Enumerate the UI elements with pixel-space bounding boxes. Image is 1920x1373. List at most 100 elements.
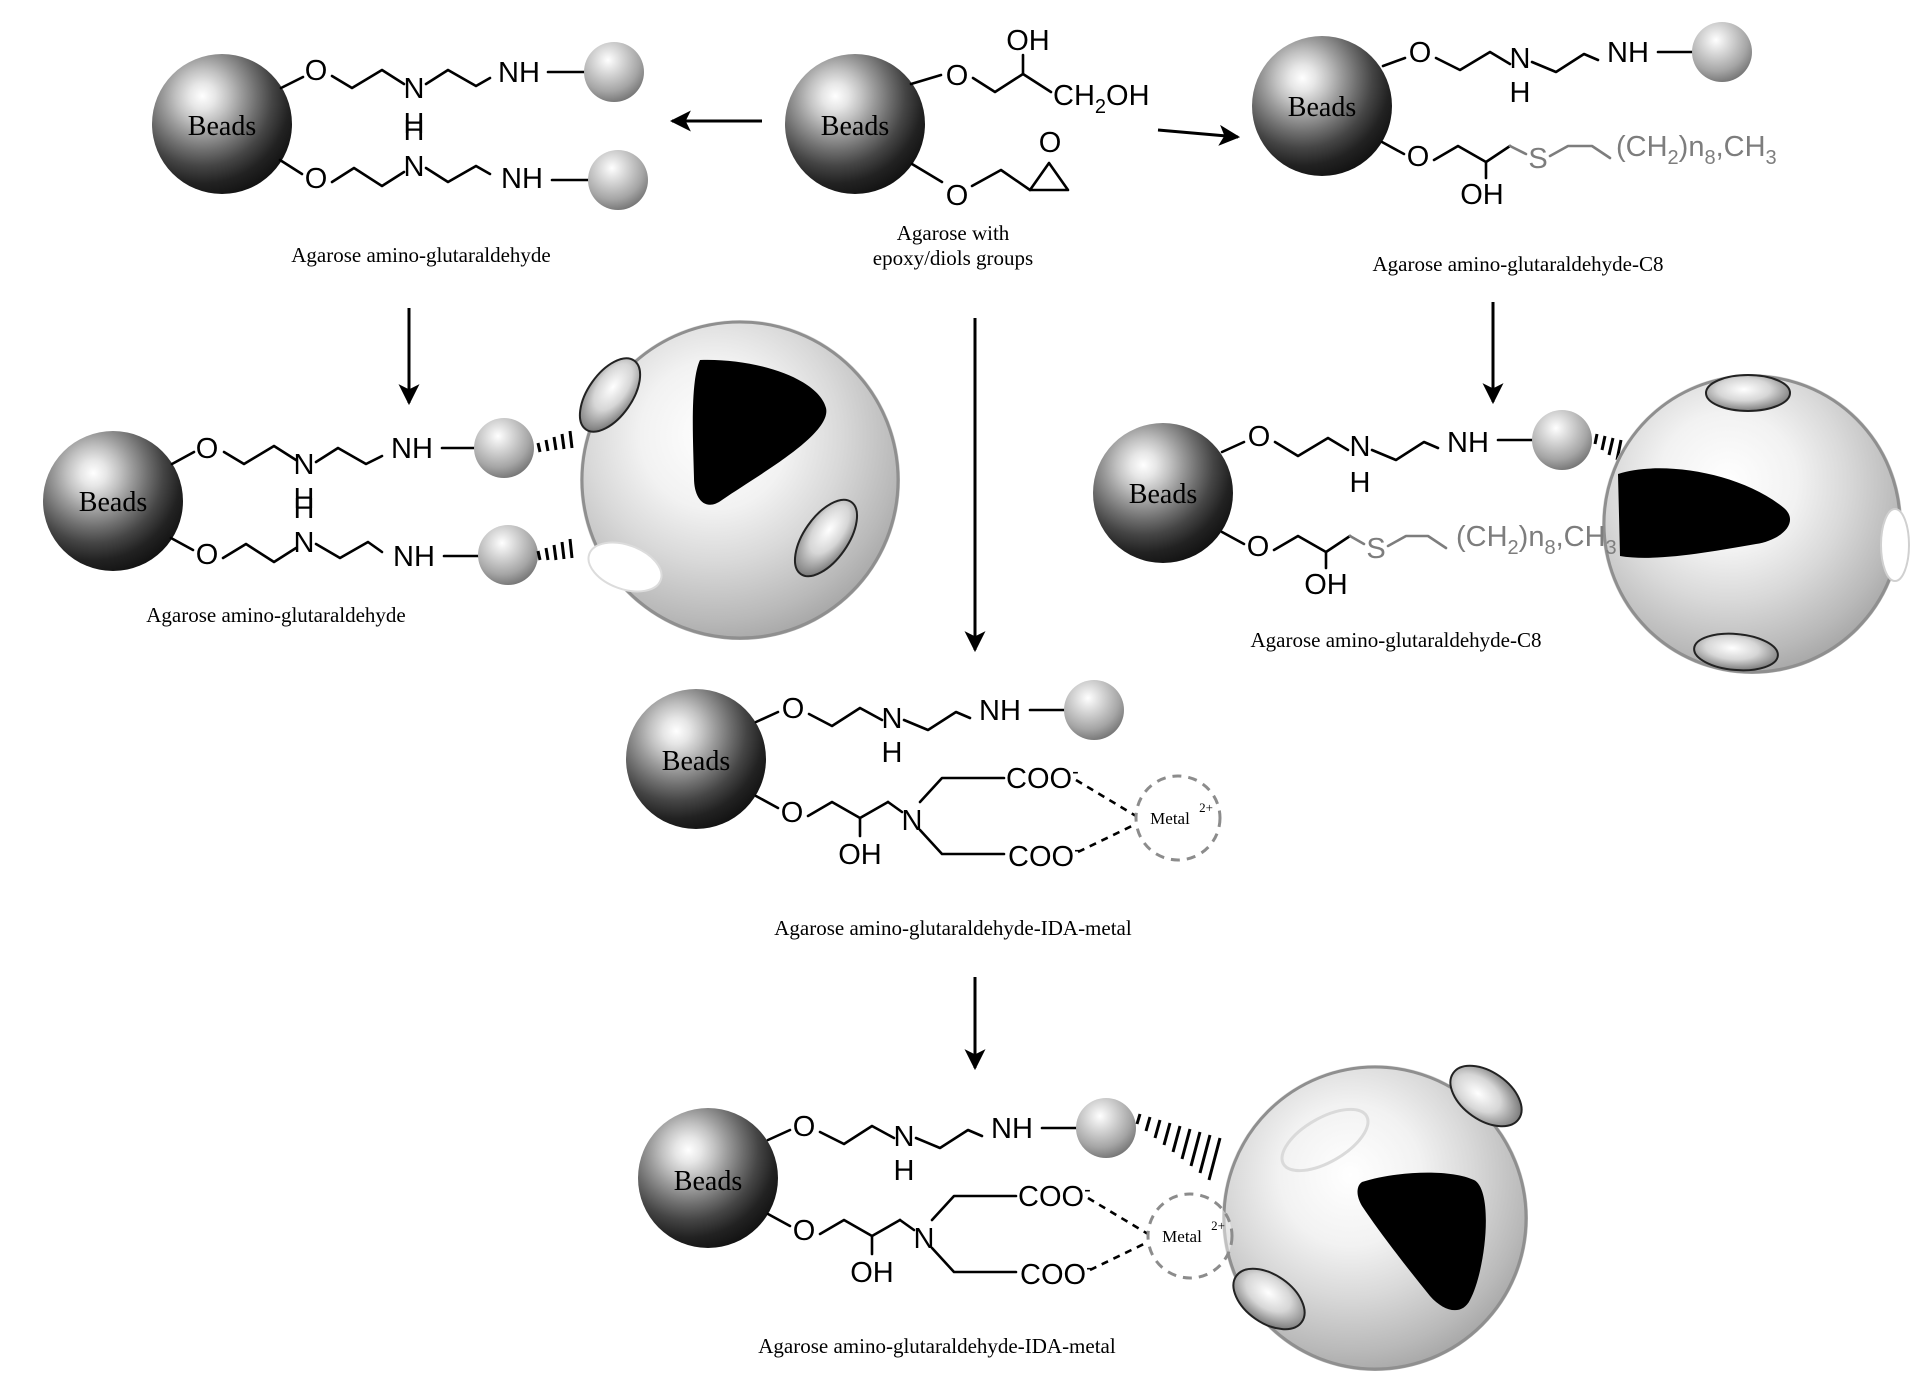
- svg-text:OH: OH: [1006, 25, 1050, 57]
- svg-text:O: O: [1039, 127, 1062, 159]
- caption-epoxy-diol: Agarose with: [897, 221, 1010, 245]
- svg-text:O: O: [781, 797, 804, 829]
- caption-amino-glutaraldehyde-top: Agarose amino-glutaraldehyde: [291, 243, 551, 267]
- svg-text:N: N: [882, 703, 903, 735]
- svg-text:NH: NH: [498, 57, 540, 89]
- glutaraldehyde-ball: [1076, 1098, 1136, 1158]
- svg-text:COO-: COO-: [1020, 1257, 1093, 1291]
- structure-epoxy-diol: Beads O OH CH2OH O O Agarose with epoxy/…: [785, 25, 1150, 270]
- svg-text:Beads: Beads: [674, 1166, 742, 1197]
- svg-text:H: H: [294, 493, 315, 525]
- svg-text:Beads: Beads: [79, 487, 147, 518]
- agarose-bead: [152, 54, 292, 194]
- svg-text:OH: OH: [1460, 179, 1504, 211]
- structure-amino-glutaraldehyde-enzyme: Beads O N NH H H O N NH: [43, 320, 900, 640]
- svg-text:O: O: [1247, 531, 1270, 563]
- svg-text:COO-: COO-: [1006, 761, 1079, 795]
- svg-text:NH: NH: [979, 695, 1021, 727]
- svg-text:NH: NH: [393, 541, 435, 573]
- svg-text:(CH2)n8,CH3: (CH2)n8,CH3: [1616, 131, 1777, 169]
- agarose-bead: [638, 1108, 778, 1248]
- structure-amino-glutaraldehyde-top: Beads O N NH H H O N NH Agarose amino-gl…: [152, 42, 648, 267]
- agarose-bead: [785, 54, 925, 194]
- svg-text:H: H: [894, 1155, 915, 1187]
- svg-text:O: O: [946, 60, 969, 92]
- svg-text:OH: OH: [850, 1257, 894, 1289]
- glutaraldehyde-ball: [1064, 680, 1124, 740]
- svg-text:S: S: [1528, 143, 1547, 175]
- svg-text:H: H: [882, 737, 903, 769]
- covalent-bond: [1135, 1113, 1222, 1181]
- svg-text:H: H: [1350, 467, 1371, 499]
- svg-text:H: H: [404, 108, 425, 140]
- caption-ida-metal-mid: Agarose amino-glutaraldehyde-IDA-metal: [774, 916, 1132, 940]
- agarose-bead: [626, 689, 766, 829]
- caption-ida-metal-bottom: Agarose amino-glutaraldehyde-IDA-metal: [758, 1334, 1116, 1358]
- svg-text:2+: 2+: [1199, 800, 1213, 815]
- svg-text:NH: NH: [1447, 427, 1489, 459]
- structure-ida-metal-enzyme: Beads O N H NH O OH N COO- COO-: [638, 1064, 1528, 1371]
- svg-text:O: O: [196, 539, 219, 571]
- svg-text:O: O: [793, 1111, 816, 1143]
- svg-text:COO-: COO-: [1018, 1179, 1091, 1213]
- structure-ida-metal: Beads O N H NH O OH N COO- COO- Metal 2+…: [626, 680, 1222, 940]
- svg-text:H: H: [1510, 77, 1531, 109]
- glutaraldehyde-ball: [478, 525, 538, 585]
- svg-text:Beads: Beads: [1129, 479, 1197, 510]
- enzyme: [1602, 374, 1910, 674]
- svg-text:Beads: Beads: [1288, 92, 1356, 123]
- active-site: [1357, 1172, 1486, 1311]
- svg-text:O: O: [1407, 141, 1430, 173]
- glutaraldehyde-ball: [584, 42, 644, 102]
- svg-text:N: N: [404, 73, 425, 105]
- svg-text:O: O: [305, 163, 328, 195]
- svg-text:COO-: COO-: [1008, 839, 1081, 873]
- svg-text:NH: NH: [1607, 37, 1649, 69]
- svg-text:H: H: [294, 483, 315, 515]
- agarose-bead: [43, 431, 183, 571]
- caption-amino-glutaraldehyde-mid: Agarose amino-glutaraldehyde: [146, 603, 406, 627]
- svg-text:Beads: Beads: [188, 111, 256, 142]
- svg-text:N: N: [894, 1121, 915, 1153]
- svg-text:O: O: [305, 55, 328, 87]
- svg-text:Beads: Beads: [662, 746, 730, 777]
- metal-ion: [1134, 774, 1222, 862]
- svg-text:O: O: [793, 1215, 816, 1247]
- svg-text:O: O: [1248, 421, 1271, 453]
- structure-amino-glutaraldehyde-c8-top: Beads O N H NH O OH S (CH2)n8,CH3 Agaros…: [1252, 22, 1777, 276]
- active-site: [692, 359, 827, 505]
- svg-text:N: N: [294, 449, 315, 481]
- covalent-bond: [536, 430, 574, 561]
- glutaraldehyde-ball: [1532, 410, 1592, 470]
- svg-text:NH: NH: [391, 433, 433, 465]
- svg-text:N: N: [1510, 43, 1531, 75]
- svg-text:O: O: [1409, 37, 1432, 69]
- glutaraldehyde-ball: [474, 418, 534, 478]
- svg-text:Metal: Metal: [1162, 1227, 1202, 1246]
- svg-text:O: O: [782, 693, 805, 725]
- svg-text:(CH2)n8,CH3: (CH2)n8,CH3: [1456, 521, 1617, 559]
- svg-text:S: S: [1366, 533, 1385, 565]
- svg-text:N: N: [404, 151, 425, 183]
- bead-label: Beads: [821, 111, 889, 142]
- svg-text:N: N: [902, 805, 923, 837]
- svg-text:OH: OH: [1304, 569, 1348, 601]
- svg-text:Metal: Metal: [1150, 809, 1190, 828]
- svg-text:O: O: [196, 433, 219, 465]
- svg-text:N: N: [914, 1223, 935, 1255]
- svg-text:NH: NH: [501, 163, 543, 195]
- glutaraldehyde-ball: [1692, 22, 1752, 82]
- metal-ion: [1146, 1192, 1234, 1280]
- svg-text:O: O: [946, 180, 969, 212]
- caption-amino-glutaraldehyde-c8-top: Agarose amino-glutaraldehyde-C8: [1373, 252, 1664, 276]
- svg-text:2+: 2+: [1211, 1218, 1225, 1233]
- svg-text:OH: OH: [838, 839, 882, 871]
- svg-text:N: N: [1350, 431, 1371, 463]
- enzyme: [578, 320, 900, 640]
- arrow-to-top-right: [1157, 124, 1241, 146]
- agarose-bead: [1093, 423, 1233, 563]
- svg-text:CH2OH: CH2OH: [1053, 80, 1150, 118]
- structure-amino-glutaraldehyde-c8-enzyme: Beads O N H NH O OH S: [1093, 374, 1910, 674]
- enzyme: [1222, 1064, 1528, 1371]
